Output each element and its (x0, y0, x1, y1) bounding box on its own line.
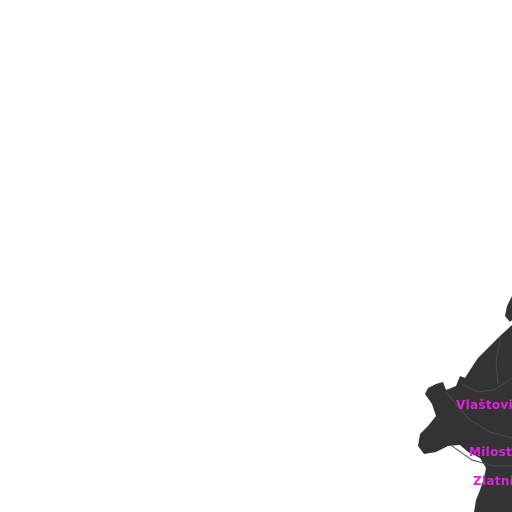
district-border (495, 339, 501, 385)
land-region (418, 325, 512, 512)
place-label-milost: Milost (469, 445, 512, 459)
place-label-vlastovice: Vlaštovic (456, 398, 512, 412)
district-border (445, 391, 512, 439)
place-label-zlatni: Zlatni (473, 474, 512, 488)
land-fragment (505, 296, 512, 322)
district-border (451, 445, 512, 467)
district-border (461, 377, 512, 393)
